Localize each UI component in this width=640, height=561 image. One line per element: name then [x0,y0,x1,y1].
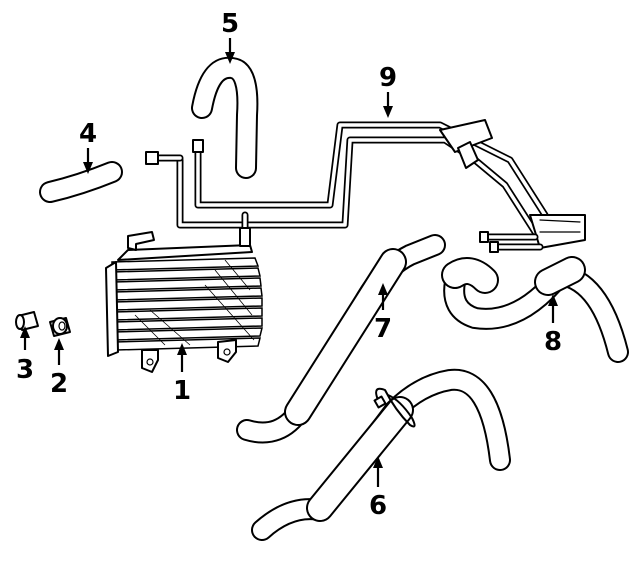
callout-labels: 1 2 3 4 5 6 7 8 9 [16,9,562,521]
callout-1: 1 [173,376,191,406]
callout-9: 9 [379,63,397,93]
cooler-fins [111,257,263,351]
fitting-nut [49,317,71,337]
cooler-shading [134,259,255,346]
callout-3: 3 [16,355,34,385]
hose-with-clamp [251,368,511,541]
callout-8: 8 [544,327,562,357]
cooler-lines [145,119,586,253]
callout-2: 2 [50,369,68,399]
callout-6: 6 [369,491,387,521]
callout-5: 5 [221,9,239,39]
plug [15,311,39,331]
hose-right [441,256,629,363]
callout-arrows [20,38,558,487]
long-hose [236,234,446,444]
oil-cooler [105,227,263,373]
callout-4: 4 [79,119,97,149]
curved-hose [191,56,259,179]
callout-7: 7 [374,314,392,344]
short-hose [39,161,123,203]
